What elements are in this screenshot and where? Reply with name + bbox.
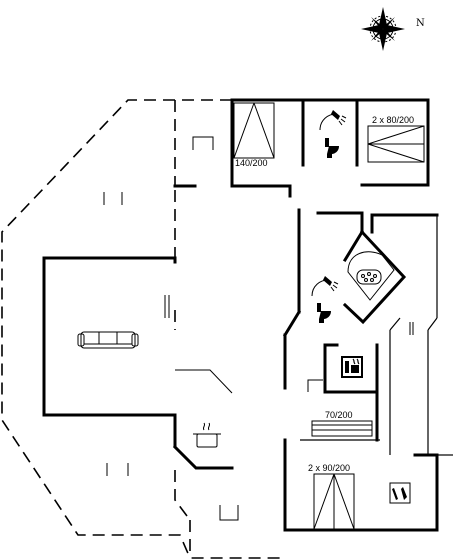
wall-niche bbox=[192, 136, 214, 150]
double-bed-top-left bbox=[233, 102, 275, 159]
toilet-icon bbox=[325, 138, 339, 158]
sauna-icon bbox=[341, 356, 363, 378]
toilet-icon bbox=[317, 303, 331, 323]
kitchen-counter bbox=[175, 369, 233, 394]
bed-label-top-right: 2 x 80/200 bbox=[372, 115, 414, 125]
bed-label-bottom: 2 x 90/200 bbox=[308, 463, 350, 473]
north-label: N bbox=[416, 18, 425, 29]
right-walls bbox=[300, 215, 453, 456]
bed-label-middle: 70/200 bbox=[325, 410, 353, 420]
twin-beds-top-right bbox=[367, 125, 425, 163]
central-walls bbox=[282, 208, 439, 532]
spa-tub-icon bbox=[356, 269, 382, 285]
living-room-walls bbox=[42, 256, 177, 447]
bed-label-top-left: 140/200 bbox=[235, 158, 268, 168]
twin-beds-bottom bbox=[313, 473, 355, 530]
single-bed-middle bbox=[311, 420, 373, 437]
top-bedroom-block bbox=[173, 98, 430, 198]
sauna-room bbox=[307, 343, 379, 442]
spa-room bbox=[342, 229, 407, 325]
shower-icon bbox=[319, 110, 347, 131]
kitchen-wall bbox=[172, 444, 234, 470]
wall-niche bbox=[219, 505, 239, 521]
shower-icon bbox=[311, 276, 339, 297]
sofa-icon bbox=[77, 331, 139, 349]
washing-machine-icon bbox=[389, 482, 411, 504]
terrace-outline bbox=[1, 99, 280, 559]
window-marks bbox=[103, 192, 414, 476]
cooking-pot-icon bbox=[193, 422, 221, 448]
compass-rose-icon bbox=[361, 7, 405, 51]
